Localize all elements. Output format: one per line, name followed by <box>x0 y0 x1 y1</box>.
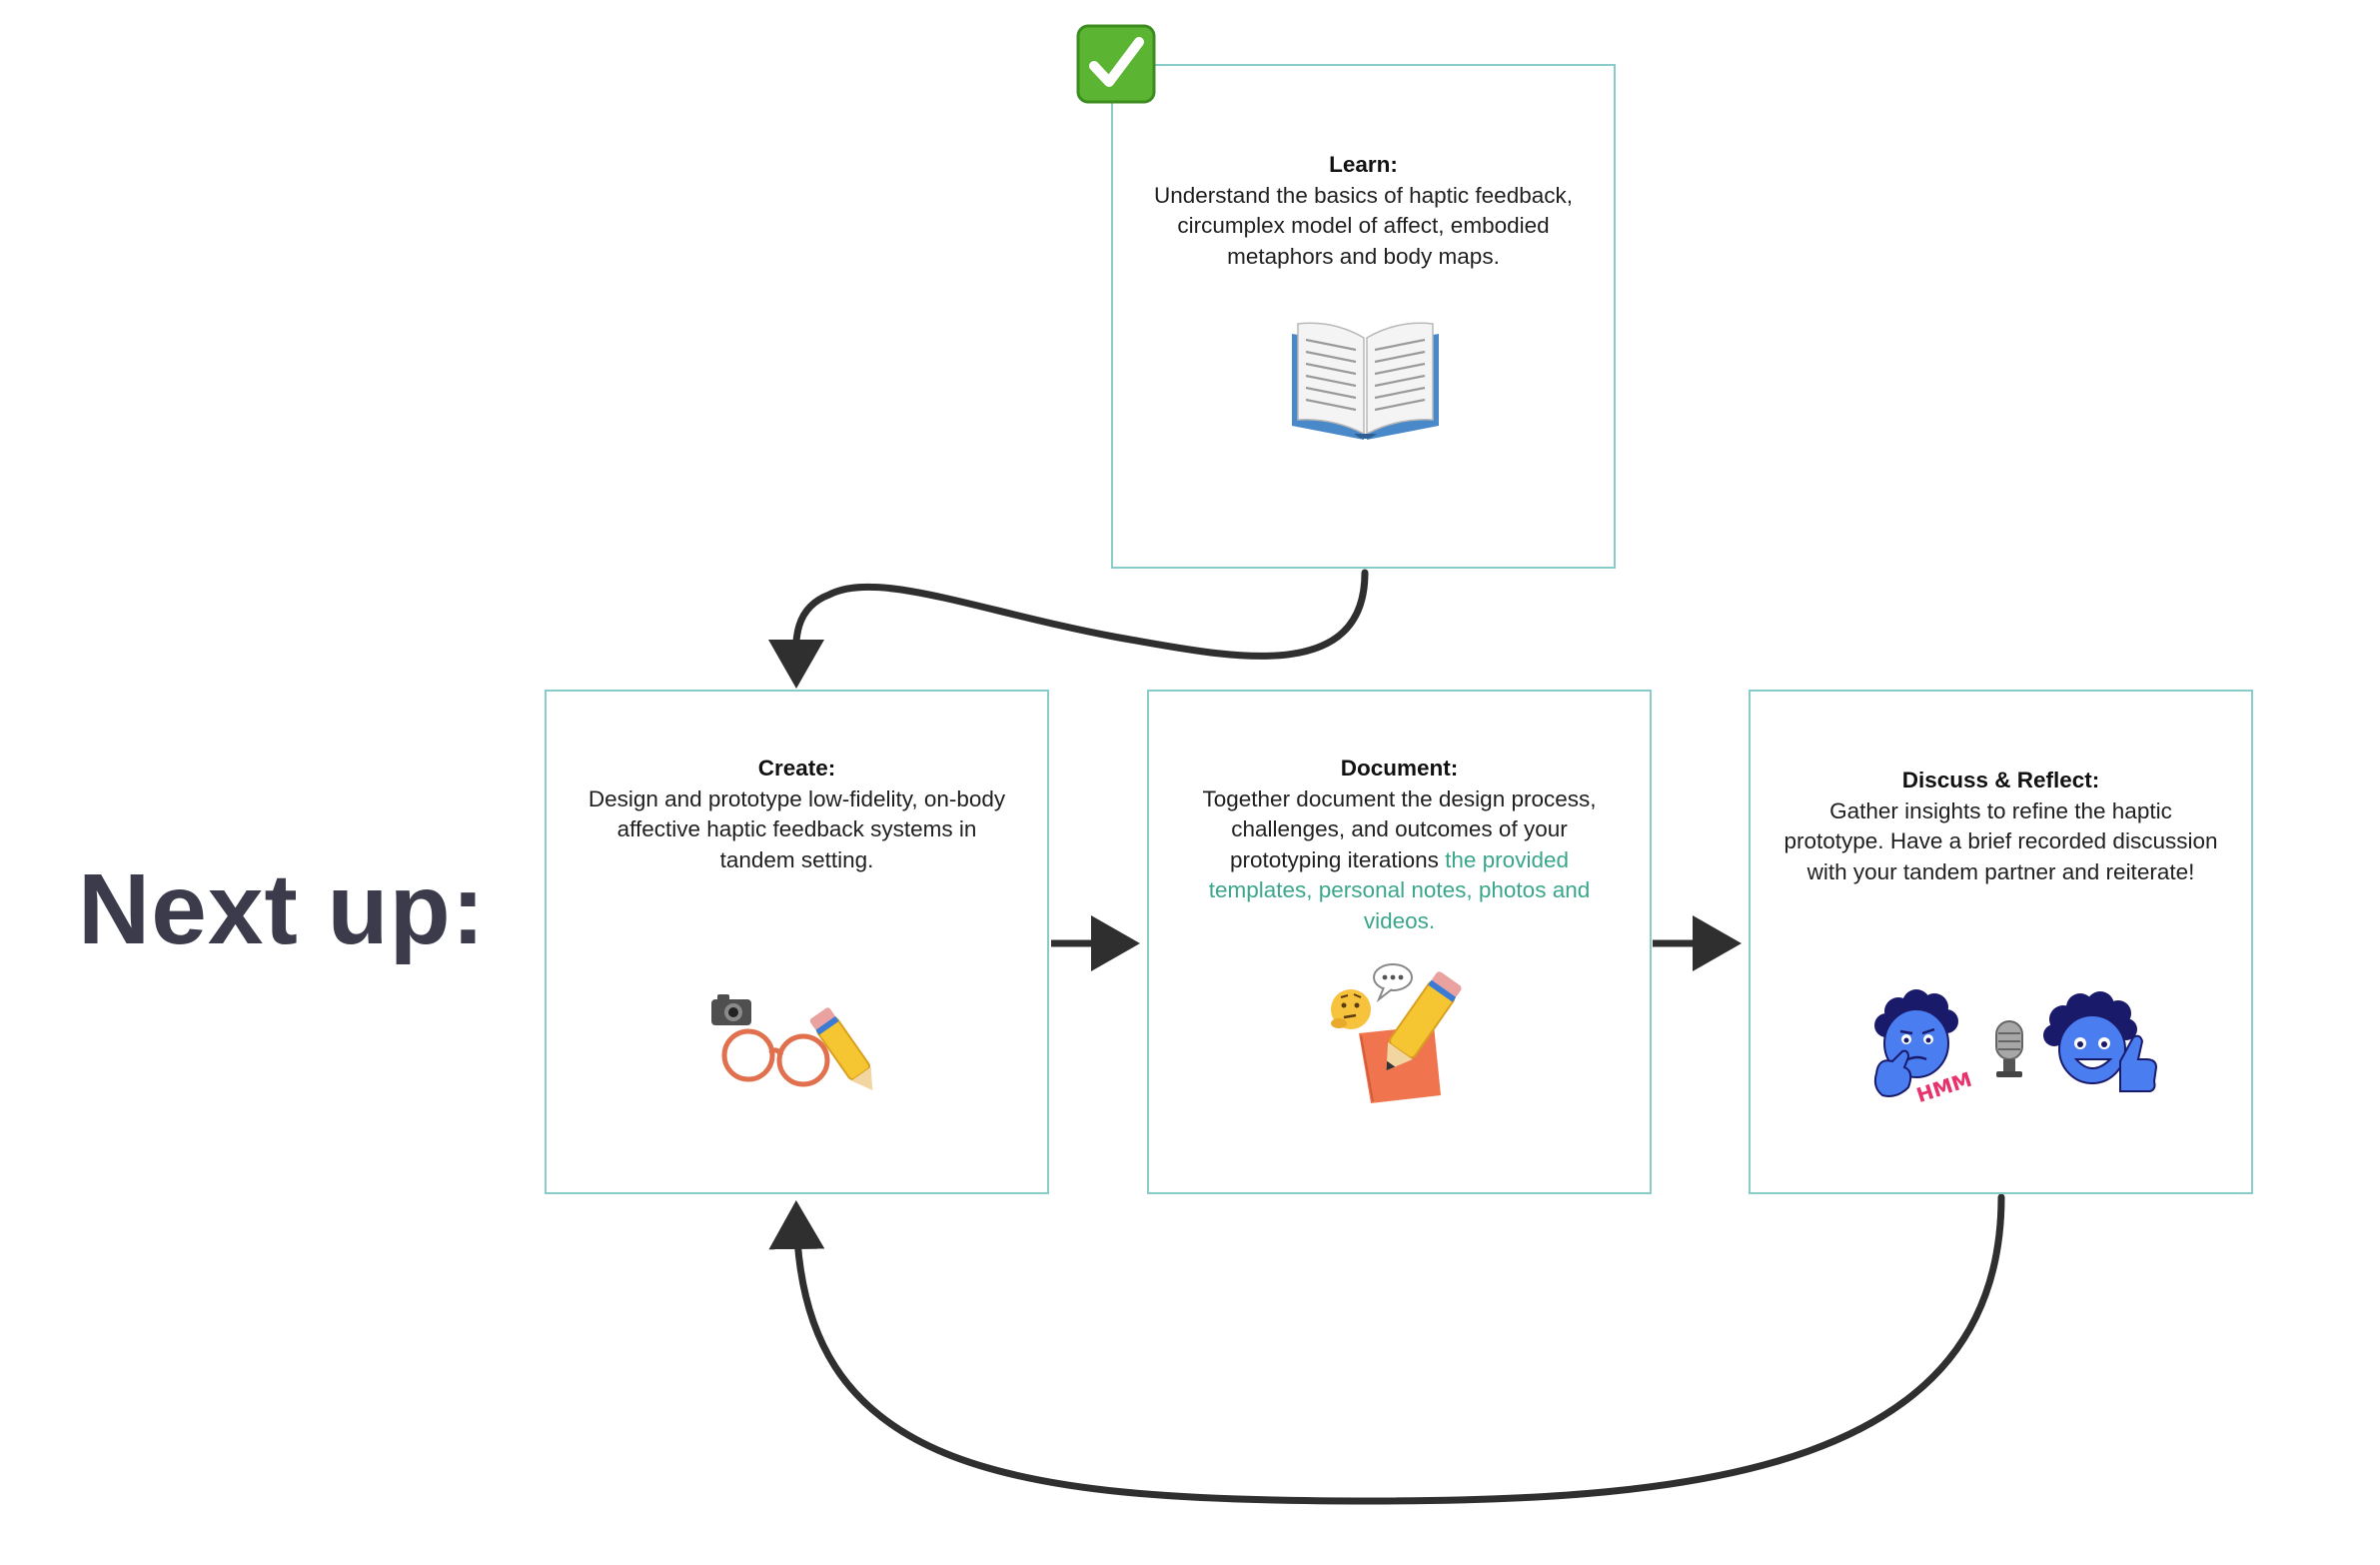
card-create-body: Design and prototype low-fidelity, on-bo… <box>588 785 1006 872</box>
discussion-characters-microphone-icon: HMM <box>1873 989 2158 1107</box>
card-discuss-sticker: HMM <box>1751 989 2251 1111</box>
card-document[interactable]: Document: Together document the design p… <box>1147 690 1652 1194</box>
checkmark-icon <box>1076 24 1156 104</box>
card-discuss-body: Gather insights to refine the haptic pro… <box>1784 797 2218 884</box>
card-document-text: Document: Together document the design p… <box>1179 754 1620 936</box>
card-create-title: Create: <box>757 756 836 781</box>
card-document-link[interactable]: the provided templates, personal notes, … <box>1208 846 1591 933</box>
card-learn-sticker <box>1113 316 1614 456</box>
card-learn-text: Learn: Understand the basics of haptic f… <box>1143 150 1584 272</box>
card-document-body: Together document the design process, ch… <box>1202 785 1597 872</box>
headline: Next up: <box>78 853 486 965</box>
card-create[interactable]: Create: Design and prototype low-fidelit… <box>545 690 1049 1194</box>
thinking-pencil-notepad-icon <box>1331 963 1462 1103</box>
card-learn-body: Understand the basics of haptic feedback… <box>1153 182 1573 269</box>
card-create-sticker <box>547 991 1047 1111</box>
card-document-title: Document: <box>1340 756 1459 781</box>
card-learn-title: Learn: <box>1329 152 1398 177</box>
camera-glasses-pencil-icon <box>711 994 873 1090</box>
card-discuss[interactable]: Discuss & Reflect: Gather insights to re… <box>1749 690 2253 1194</box>
card-discuss-title: Discuss & Reflect: <box>1901 768 2100 792</box>
open-book-icon <box>1292 322 1439 440</box>
card-discuss-text: Discuss & Reflect: Gather insights to re… <box>1781 766 2221 887</box>
card-create-text: Create: Design and prototype low-fidelit… <box>577 754 1017 875</box>
connector-learn-to-create <box>767 569 1369 689</box>
card-learn[interactable]: Learn: Understand the basics of haptic f… <box>1111 64 1616 569</box>
card-document-sticker <box>1149 963 1650 1103</box>
connector-discuss-to-create <box>768 1193 2005 1505</box>
